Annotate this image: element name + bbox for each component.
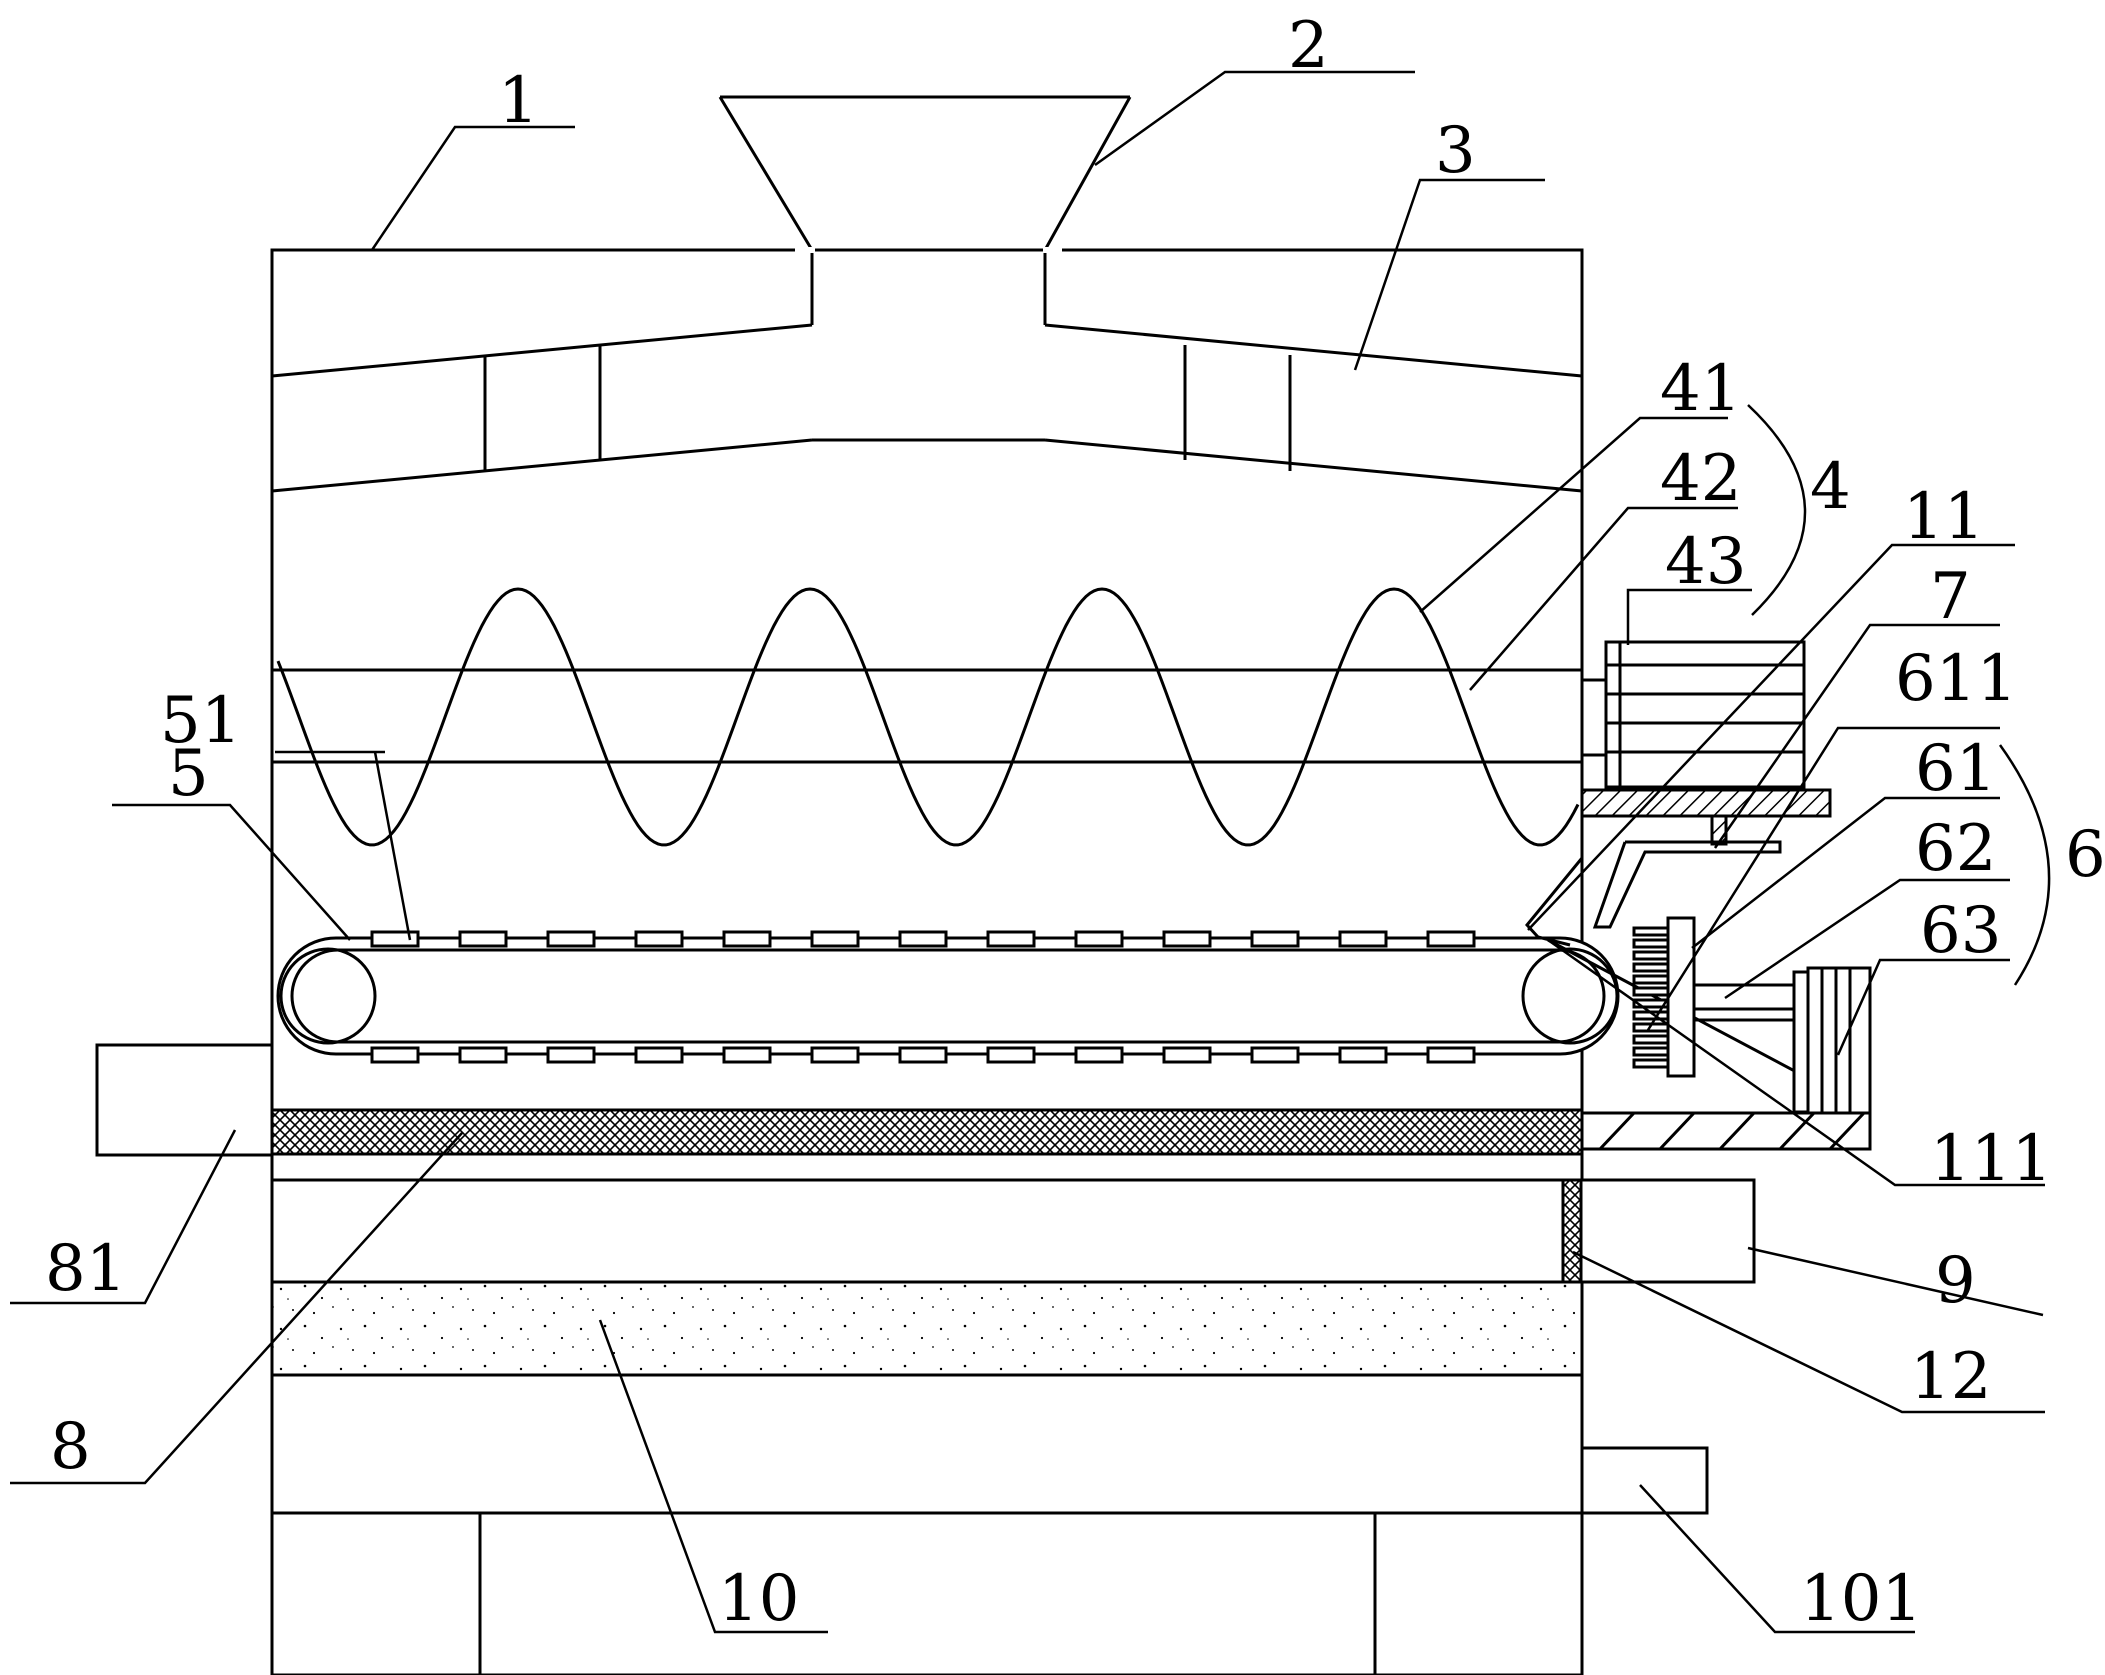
belt-slat: [1426, 1046, 1476, 1064]
belt-slat: [546, 930, 596, 948]
label-81: 81: [45, 1232, 126, 1306]
motor-mount-plate: [1580, 788, 1832, 929]
brush-bristle: [1632, 938, 1670, 949]
belt-slat: [634, 930, 684, 948]
label-8: 8: [50, 1410, 91, 1484]
belt-slat: [986, 1046, 1036, 1064]
belt-slat: [1426, 930, 1476, 948]
brush-bristle: [1632, 986, 1670, 997]
base-and-legs: [270, 1446, 1709, 1675]
brush-bristle: [1632, 1034, 1670, 1045]
label-101: 101: [1800, 1562, 1922, 1636]
belt-slat: [370, 1046, 420, 1064]
brush-bristle: [1632, 998, 1670, 1009]
label-3: 3: [1435, 114, 1476, 188]
label-11: 11: [1903, 480, 1984, 554]
label-43: 43: [1665, 525, 1746, 599]
label-5: 5: [168, 737, 209, 811]
belt-slat: [810, 930, 860, 948]
label-51: 51: [160, 684, 241, 758]
belt-slat: [370, 930, 420, 948]
label-2: 2: [1288, 9, 1329, 83]
belt-slat: [1074, 1046, 1124, 1064]
belt-slat: [986, 930, 1036, 948]
belt-slat: [722, 1046, 772, 1064]
label-12: 12: [1910, 1340, 1991, 1414]
label-61: 61: [1915, 732, 1996, 806]
feed-hopper: [718, 95, 1132, 325]
label-611: 611: [1895, 642, 2017, 716]
label-1: 1: [498, 64, 539, 138]
belt-conveyor: [276, 930, 1620, 1064]
sieve-screen: [270, 1108, 1584, 1156]
brush-cleaner: [1632, 916, 1872, 1115]
belt-slat: [898, 1046, 948, 1064]
side-outlet-81: [95, 1043, 274, 1157]
belt-slat: [1162, 930, 1212, 948]
label-111: 111: [1930, 1122, 2052, 1196]
belt-slat: [1074, 930, 1124, 948]
belt-slat: [1250, 1046, 1300, 1064]
filter-layer: [270, 1280, 1584, 1377]
brush-bristle: [1632, 1058, 1670, 1069]
belt-slat: [1338, 930, 1388, 948]
belt-slat: [722, 930, 772, 948]
label-42: 42: [1660, 442, 1741, 516]
screw-motor: [1580, 640, 1806, 789]
label-7: 7: [1930, 560, 1971, 634]
brush-bristle: [1632, 926, 1670, 937]
label-41: 41: [1660, 352, 1741, 426]
label-9: 9: [1935, 1244, 1976, 1318]
screw-shaft: [270, 668, 1584, 764]
brush-bristle: [1632, 1046, 1670, 1057]
label-63: 63: [1920, 894, 2001, 968]
collection-drawer: [270, 1178, 1756, 1284]
label-4: 4: [1810, 450, 1851, 524]
belt-slat: [546, 1046, 596, 1064]
support-plate: [1580, 1111, 1872, 1151]
belt-slat: [1162, 1046, 1212, 1064]
label-6: 6: [2065, 818, 2105, 892]
screw-blade: [276, 587, 1580, 847]
brush-bristle: [1632, 962, 1670, 973]
belt-slat: [634, 1046, 684, 1064]
leader-lines: [10, 70, 2051, 1634]
label-62: 62: [1915, 812, 1996, 886]
brush-bristle: [1632, 974, 1670, 985]
label-10: 10: [718, 1562, 799, 1636]
belt-slat: [1250, 930, 1300, 948]
belt-slat: [898, 930, 948, 948]
brush-bristle: [1632, 950, 1670, 961]
belt-slat: [1338, 1046, 1388, 1064]
guide-plates: [271, 323, 1583, 493]
part-labels: 1 2 3 4 41 42 43 11 7 611 61 62 6 63 111…: [45, 9, 2105, 1636]
belt-slat: [810, 1046, 860, 1064]
belt-slat: [458, 1046, 508, 1064]
belt-slat: [458, 930, 508, 948]
